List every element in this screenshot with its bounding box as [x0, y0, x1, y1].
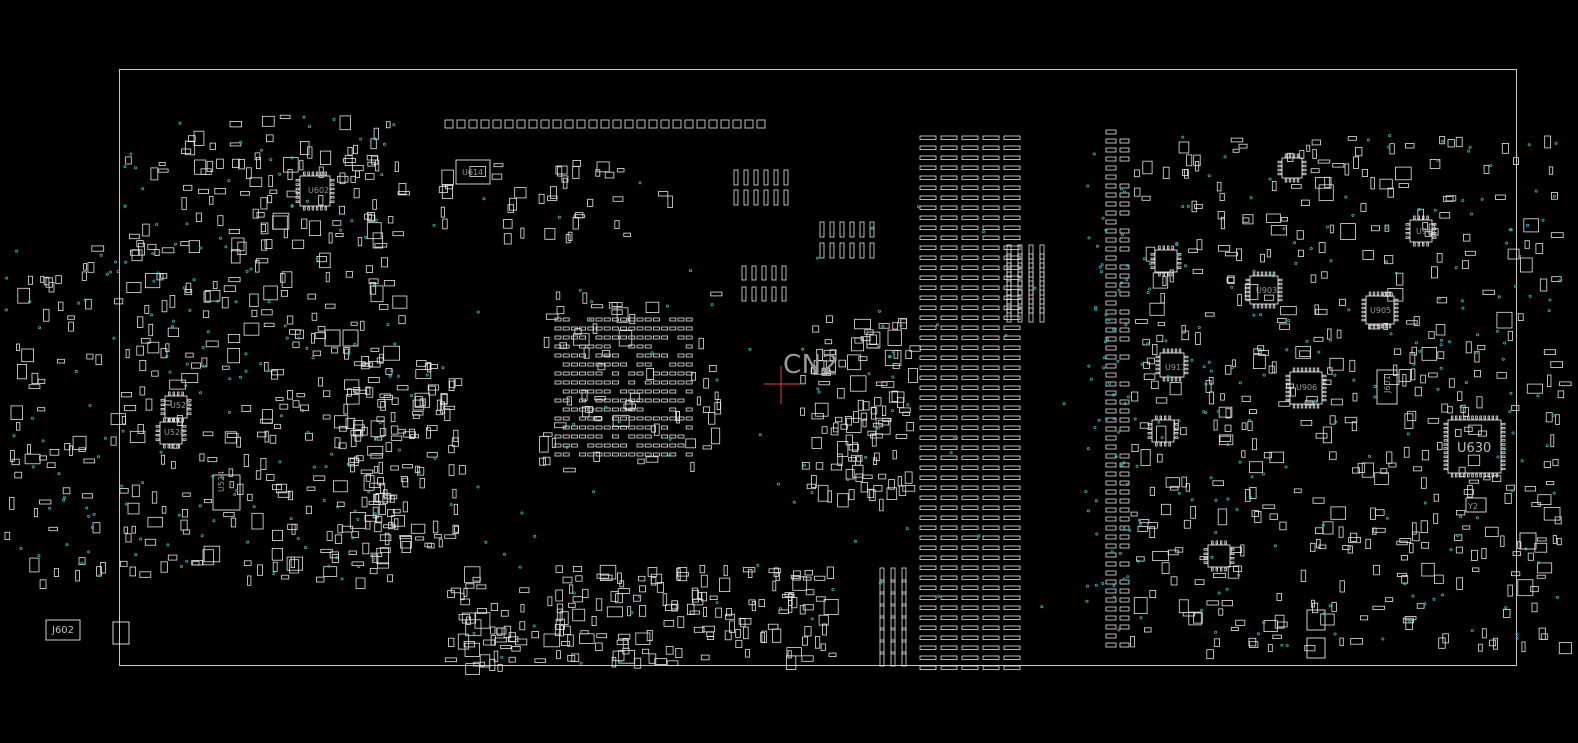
crystal-y2: [1465, 497, 1487, 513]
chip-u528: [159, 421, 183, 445]
chip-u911: [1159, 352, 1185, 378]
component-j602-pad: [112, 621, 130, 645]
component-square-d: [1306, 637, 1326, 659]
chip-u910: [1207, 544, 1231, 568]
chip-u906: [1289, 371, 1323, 405]
chip-u905: [1365, 295, 1395, 325]
chip-u630: [1447, 419, 1502, 474]
component-square-c: [1306, 609, 1326, 631]
chip-u904: [1154, 249, 1178, 273]
chip-u526: [164, 395, 188, 419]
vias: [4, 115, 1562, 665]
component-pads: [4, 114, 1572, 675]
chip-u614: [455, 159, 491, 185]
chip-u524: [212, 474, 241, 511]
component-square-b: [342, 329, 359, 347]
chip-u903: [1249, 275, 1279, 305]
connector-j601: [1376, 369, 1398, 405]
chip-u602: [299, 175, 331, 207]
component-square-e: [1519, 532, 1537, 550]
crosshair-cursor: [764, 366, 800, 404]
component-square-a: [324, 329, 341, 347]
chip-u901: [1409, 219, 1433, 243]
chip-u912: [1151, 419, 1175, 443]
board-outline: [119, 69, 1517, 666]
chip-u907: [1281, 157, 1303, 179]
ic-packages[interactable]: [45, 157, 1537, 659]
connector-j602: [45, 619, 81, 641]
